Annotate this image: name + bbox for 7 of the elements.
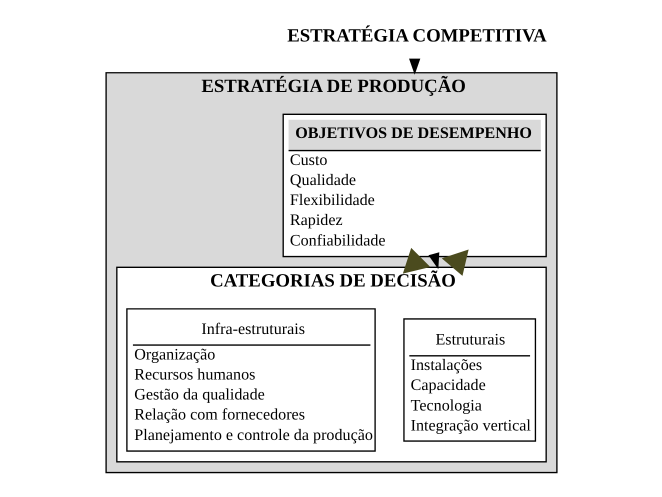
- node-box: Estruturais Instalações Capacidade Tecnologia Integração vertical: [402, 318, 536, 442]
- arrow: [402, 248, 430, 274]
- arrow: [408, 58, 420, 75]
- arrow: [428, 252, 439, 270]
- node-box: Infra-estruturais Organização Recursos humanos Gestão da qualidade Relação com fornecedores Planejamento e controle da produção: [126, 308, 376, 452]
- arrow: [441, 249, 468, 276]
- node-text: ESTRATÉGIA COMPETITIVA: [286, 25, 546, 46]
